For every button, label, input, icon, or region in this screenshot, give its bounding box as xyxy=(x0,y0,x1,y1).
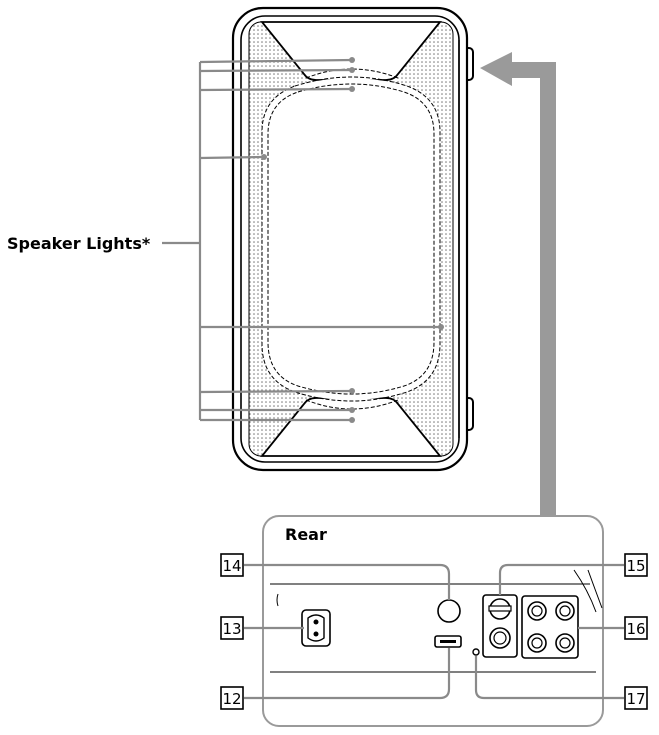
callout-17: 17 xyxy=(625,687,647,709)
power-socket-icon xyxy=(302,610,330,646)
svg-text:14: 14 xyxy=(222,557,241,575)
callout-12: 12 xyxy=(221,687,243,709)
callout-14: 14 xyxy=(221,554,243,576)
callout-16: 16 xyxy=(625,617,647,639)
jack-group-15 xyxy=(483,595,517,657)
svg-text:15: 15 xyxy=(626,557,645,575)
callout-13: 13 xyxy=(221,617,243,639)
knob-icon xyxy=(438,600,460,622)
rear-label: Rear xyxy=(285,525,327,544)
svg-text:16: 16 xyxy=(626,620,645,638)
rca-jack-group-16 xyxy=(522,596,578,658)
audio-jack-icon xyxy=(473,649,479,655)
speaker-lights-label: Speaker Lights* xyxy=(7,234,151,253)
svg-text:17: 17 xyxy=(626,690,645,708)
svg-text:13: 13 xyxy=(222,620,241,638)
svg-text:12: 12 xyxy=(222,690,241,708)
speaker-body xyxy=(233,8,473,470)
usb-port-icon xyxy=(435,636,461,647)
rear-panel: Rear xyxy=(221,516,647,726)
callout-15: 15 xyxy=(625,554,647,576)
arrow xyxy=(480,52,556,516)
